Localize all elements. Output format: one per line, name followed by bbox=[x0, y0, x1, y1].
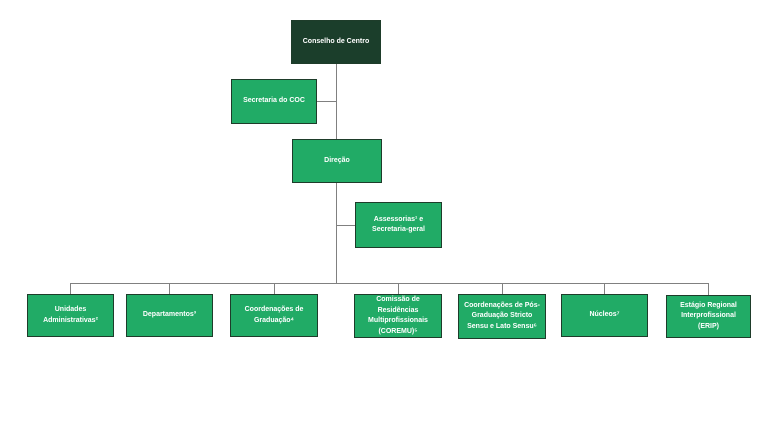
connector-secretaria-branch bbox=[317, 101, 337, 102]
org-node-coordenacoes-graduacao: Coordenações de Graduação⁴ bbox=[230, 294, 318, 337]
connector-assessorias-branch bbox=[337, 225, 355, 226]
org-node-erip: Estágio Regional Interprofissional (ERIP… bbox=[666, 295, 751, 338]
connector-drop-posgrad bbox=[502, 283, 503, 294]
org-node-coremu: Comissão de Residências Multiprofissiona… bbox=[354, 294, 442, 338]
org-node-direcao: Direção bbox=[292, 139, 382, 183]
connector-drop-coordgrad bbox=[274, 283, 275, 294]
connector-drop-erip bbox=[708, 283, 709, 295]
connector-bottom-bus bbox=[70, 283, 709, 284]
connector-drop-departamentos bbox=[169, 283, 170, 294]
org-node-unidades-administrativas: Unidades Administrativas² bbox=[27, 294, 114, 337]
org-node-conselho-de-centro: Conselho de Centro bbox=[291, 20, 381, 64]
org-node-coordenacoes-pos-graduacao: Coordenações de Pós- Graduação Stricto S… bbox=[458, 294, 546, 339]
connector-drop-nucleos bbox=[604, 283, 605, 295]
org-node-assessorias-secretaria-geral: Assessorias¹ e Secretaria-geral bbox=[355, 202, 442, 248]
org-node-nucleos: Núcleos⁷ bbox=[561, 294, 648, 337]
connector-drop-unidades bbox=[70, 283, 71, 294]
connector-drop-coremu bbox=[398, 283, 399, 294]
connector-direcao-to-bus bbox=[336, 183, 337, 283]
org-node-secretaria-do-coc: Secretaria do COC bbox=[231, 79, 317, 124]
org-node-departamentos: Departamentos³ bbox=[126, 294, 213, 337]
